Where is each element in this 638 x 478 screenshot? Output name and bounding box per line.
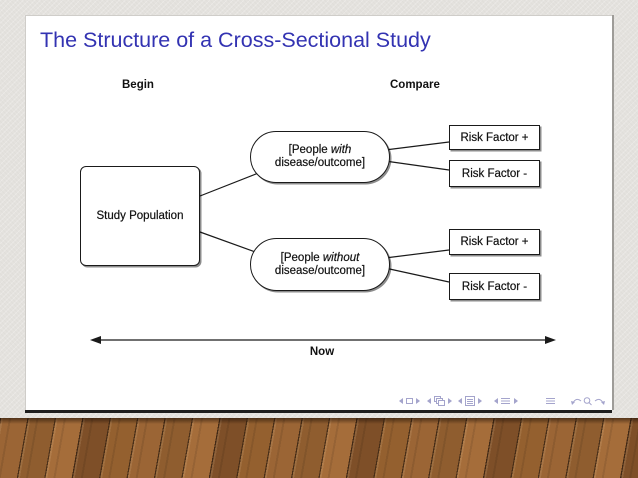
group-label-prefix: [People [288, 144, 331, 156]
study-population-label: Study Population [96, 210, 184, 222]
connector-without-outcome-to-risk-plus [384, 249, 450, 259]
connector-population-to-with-outcome [199, 171, 262, 197]
connector-with-outcome-to-risk-plus [384, 141, 450, 151]
subsection-prev-icon[interactable] [458, 398, 462, 404]
column-header-begin: Begin [122, 79, 154, 91]
timeline-arrow [90, 336, 556, 344]
slide-next-icon[interactable] [416, 398, 420, 404]
slide-icon[interactable] [406, 398, 413, 404]
risk-factor-plus-box-without-outcome: Risk Factor + [449, 229, 540, 255]
risk-factor-minus-box-with-outcome: Risk Factor - [449, 160, 540, 187]
group-label-prefix: [People [280, 251, 323, 264]
subsection-icon[interactable] [465, 396, 475, 406]
slide-title: The Structure of a Cross-Sectional Study [40, 28, 431, 52]
timeline-arrowhead-left [90, 336, 101, 344]
beamer-navigation-bar [399, 396, 605, 406]
document-icon[interactable] [546, 398, 555, 404]
connector-without-outcome-to-risk-minus [384, 267, 450, 283]
frame-icon[interactable] [434, 396, 445, 406]
connector-population-to-without-outcome [199, 231, 259, 254]
risk-factor-minus-box-without-outcome: Risk Factor - [449, 273, 540, 300]
column-header-compare: Compare [390, 79, 440, 91]
group-with-outcome-box: [People with disease/outcome] [250, 131, 390, 183]
section-next-icon[interactable] [514, 398, 518, 404]
timeline-arrowhead-right [545, 336, 556, 344]
group-label-emphasis: with [330, 144, 352, 156]
back-icon[interactable] [571, 398, 582, 405]
group-label-emphasis: without [322, 251, 360, 264]
slide-prev-icon[interactable] [399, 398, 403, 404]
risk-factor-label: Risk Factor + [460, 236, 529, 248]
risk-factor-label: Risk Factor - [461, 167, 528, 180]
risk-factor-label: Risk Factor - [461, 280, 528, 293]
section-icon[interactable] [501, 398, 510, 404]
timeline-label: Now [309, 346, 335, 358]
diagram-connectors [90, 141, 556, 344]
group-with-outcome-line2: disease/outcome] [274, 157, 366, 169]
frame-prev-icon[interactable] [427, 398, 431, 404]
connector-with-outcome-to-risk-minus [384, 160, 450, 171]
risk-factor-label: Risk Factor + [460, 131, 529, 144]
frame-next-icon[interactable] [448, 398, 452, 404]
search-icon[interactable] [583, 397, 592, 406]
slide: The Structure of a Cross-Sectional Study… [25, 15, 612, 410]
wooden-floor [0, 418, 638, 478]
subsection-next-icon[interactable] [478, 398, 482, 404]
group-without-outcome-line1: [People without [280, 251, 360, 265]
group-without-outcome-line2: disease/outcome] [274, 264, 366, 277]
group-without-outcome-box: [People without disease/outcome] [250, 238, 390, 291]
forward-icon[interactable] [594, 398, 605, 405]
group-with-outcome-line1: [People with [289, 144, 352, 157]
risk-factor-plus-box-with-outcome: Risk Factor + [449, 125, 540, 150]
section-prev-icon[interactable] [494, 398, 498, 404]
study-population-box: Study Population [80, 166, 200, 266]
